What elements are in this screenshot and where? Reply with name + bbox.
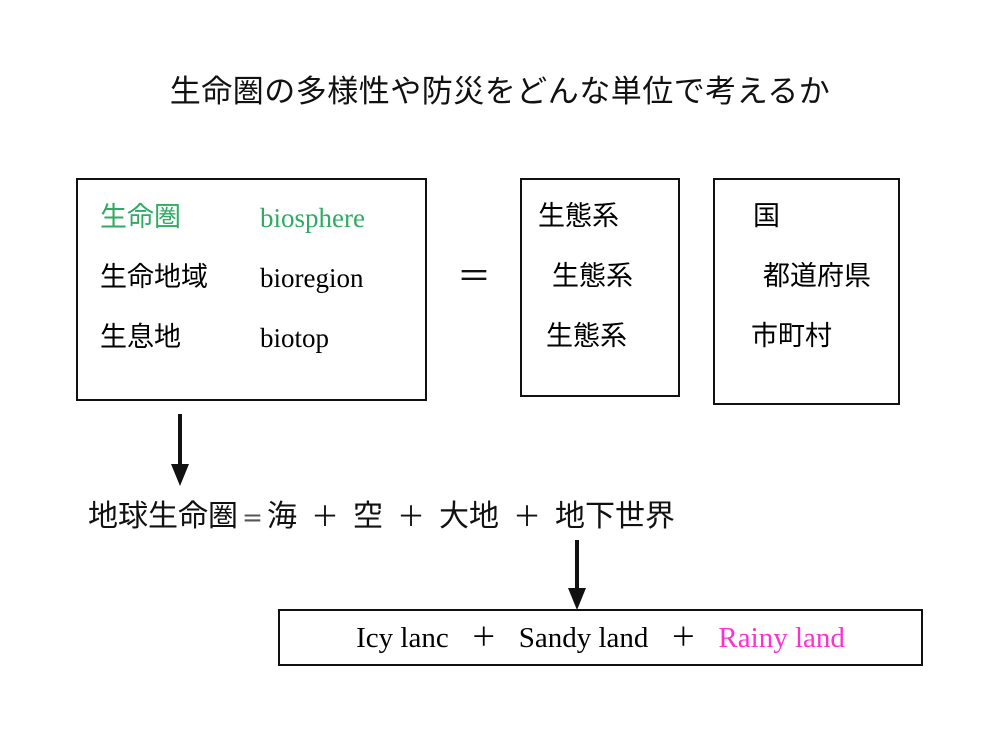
land-type-rainy: Rainy land (718, 621, 845, 654)
equation-term-underworld: 地下世界 (555, 499, 675, 534)
ecosystem-line-2: 生態系 (552, 261, 633, 292)
earth-biosphere-equation: 地球生命圏=海 ＋ 空 ＋ 大地 ＋ 地下世界 (88, 496, 675, 539)
terms-box: 生命圏 biosphere 生命地域 bioregion 生息地 biotop (76, 178, 427, 401)
page-title: 生命圏の多様性や防災をどんな単位で考えるか (169, 74, 831, 109)
admin-unit-prefecture: 都道府県 (763, 261, 871, 292)
admin-unit-country: 国 (753, 201, 780, 232)
lands-box: Icy lanc ＋ Sandy land ＋ Rainy land (278, 609, 923, 666)
term-row: 生命地域 bioregion (100, 258, 410, 298)
term-english-biotop: biotop (260, 323, 330, 353)
ecosystem-line-1: 生態系 (538, 201, 619, 232)
plus-icon-4: ＋ (470, 622, 497, 653)
plus-icon-1: ＋ (310, 500, 339, 533)
equation-term-sea: 海 (266, 499, 297, 534)
admin-unit-municipality: 市町村 (751, 321, 832, 352)
term-japanese-biotop: 生息地 (100, 322, 181, 353)
ecosystems-box: 生態系 生態系 生態系 (520, 178, 680, 397)
term-row: 生命圏 biosphere (100, 198, 410, 238)
term-japanese-biosphere: 生命圏 (100, 202, 181, 233)
equation-equals-sign: = (242, 503, 263, 532)
plus-icon-2: ＋ (396, 500, 425, 533)
term-english-bioregion: bioregion (260, 263, 364, 293)
plus-icon-5: ＋ (670, 622, 697, 653)
admin-units-box: 国 都道府県 市町村 (713, 178, 900, 405)
term-english-biosphere: biosphere (260, 203, 365, 233)
term-row: 生息地 biotop (100, 318, 410, 358)
plus-icon-3: ＋ (512, 500, 541, 533)
equation-subject: 地球生命圏 (88, 499, 238, 534)
lands-row: Icy lanc ＋ Sandy land ＋ Rainy land (280, 611, 921, 664)
equation-term-sky: 空 (352, 499, 383, 534)
equals-symbol: ＝ (457, 259, 491, 296)
land-type-icy: Icy lanc (356, 621, 449, 654)
down-arrow-icon-equation-to-lands (568, 540, 586, 610)
down-arrow-icon-terms-to-equation (171, 414, 189, 486)
equation-term-land: 大地 (438, 499, 499, 534)
term-japanese-bioregion: 生命地域 (100, 262, 208, 293)
ecosystem-line-3: 生態系 (546, 321, 627, 352)
land-type-sandy: Sandy land (518, 621, 649, 654)
